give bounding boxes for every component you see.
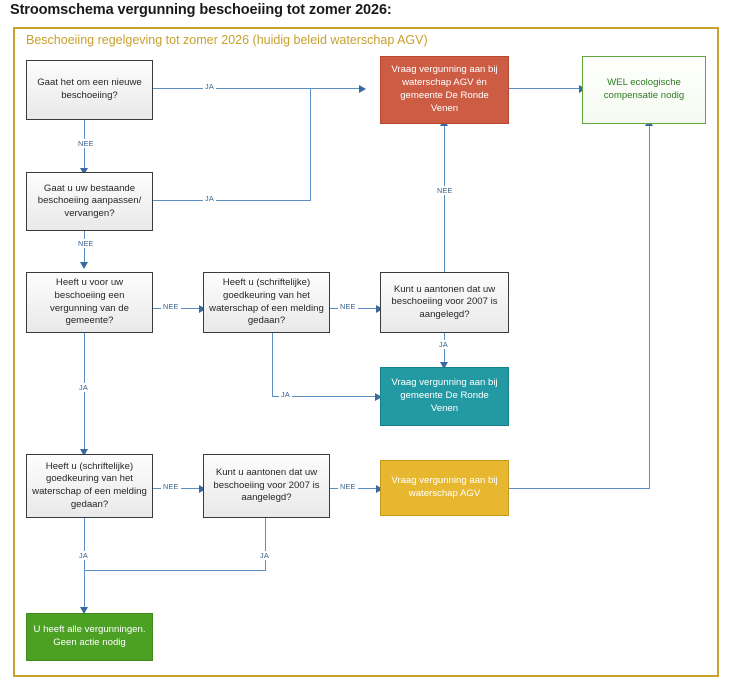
decision-node-nieuwe-beschoeiing[interactable]: Gaat het om een nieuwe beschoeiing? (26, 60, 153, 120)
edge-r1-r2-h (509, 88, 581, 90)
decision-node-voor-2007-onder-label: Kunt u aantonen dat uw beschoeiing voor … (213, 467, 320, 504)
edge-d5-ja-arrowhead (440, 362, 448, 369)
decision-node-nieuwe-beschoeiing-label: Gaat het om een nieuwe beschoeiing? (37, 77, 142, 101)
result-node-geen-actie-nodig[interactable]: U heeft alle vergunningen. Geen actie no… (26, 613, 153, 661)
edge-label-d3-nee: NEE (161, 302, 181, 311)
edge-d2-ja-h (153, 200, 311, 202)
edge-d5-ja-v (444, 333, 446, 365)
edge-label-d6-nee: NEE (161, 482, 181, 491)
edge-d7-nee-arrowhead (376, 484, 383, 493)
decision-node-goedkeuring-waterschap-boven[interactable]: Heeft u (schriftelijke) goedkeuring van … (203, 272, 330, 333)
diagram-frame (13, 27, 719, 677)
edge-label-d7-nee: NEE (338, 482, 358, 491)
edge-d3-ja-arrowhead (80, 449, 88, 456)
decision-node-bestaande-aanpassen-label: Gaat u uw bestaande beschoeiing aanpasse… (37, 182, 142, 219)
frame-caption: Beschoeiing regelgeving tot zomer 2026 (… (26, 33, 428, 47)
decision-node-voor-2007-onder[interactable]: Kunt u aantonen dat uw beschoeiing voor … (203, 454, 330, 518)
decision-node-voor-2007-boven[interactable]: Kunt u aantonen dat uw beschoeiing voor … (380, 272, 509, 333)
edge-label-d4-nee: NEE (338, 302, 358, 311)
result-node-waterschap-agv-label: Vraag vergunning aan bij waterschap AGV (391, 475, 498, 499)
edge-d2-nee-v (84, 231, 86, 267)
edge-d4-nee-arrowhead (376, 304, 383, 313)
edge-label-d1-nee: NEE (76, 139, 96, 148)
decision-node-vergunning-gemeente[interactable]: Heeft u voor uw beschoeiing een vergunni… (26, 272, 153, 333)
edge-d2-ja-v (310, 88, 312, 201)
edge-d4-ja-h (272, 396, 377, 398)
decision-node-voor-2007-boven-label: Kunt u aantonen dat uw beschoeiing voor … (391, 283, 498, 320)
decision-node-goedkeuring-waterschap-boven-label: Heeft u (schriftelijke) goedkeuring van … (209, 277, 324, 327)
edge-d5-nee-v (444, 124, 446, 279)
result-node-gemeente-de-ronde-venen[interactable]: Vraag vergunning aan bij gemeente De Ron… (380, 367, 509, 426)
edge-label-d2-ja: JA (203, 194, 216, 203)
edge-d6-ja-arrowhead (80, 607, 88, 614)
edge-d1-nee-arrowhead (80, 168, 88, 175)
edge-label-d7-ja: JA (258, 551, 271, 560)
edge-d6-ja-v (84, 518, 86, 613)
decision-node-vergunning-gemeente-label: Heeft u voor uw beschoeiing een vergunni… (50, 277, 129, 327)
result-node-waterschap-agv[interactable]: Vraag vergunning aan bij waterschap AGV (380, 460, 509, 516)
result-node-agv-en-gemeente-label: Vraag vergunning aan bij waterschap AGV … (391, 64, 498, 114)
edge-d1-ja-h (153, 88, 360, 90)
edge-label-d2-nee: NEE (76, 239, 96, 248)
result-node-ecologische-compensatie-label: WEL ecologische compensatie nodig (603, 77, 685, 101)
result-node-gemeente-de-ronde-venen-label: Vraag vergunning aan bij gemeente De Ron… (391, 377, 498, 414)
edge-r4-r2-v (649, 124, 651, 489)
edge-label-d4-ja: JA (279, 390, 292, 399)
edge-d3-ja-v (84, 333, 86, 453)
page-title: Stroomschema vergunning beschoeiing tot … (10, 2, 392, 18)
edge-d2-nee-arrowhead (80, 262, 88, 269)
edge-label-d6-ja: JA (77, 551, 90, 560)
edge-d4-ja-v (272, 333, 274, 397)
edge-label-d5-nee: NEE (435, 186, 455, 195)
edge-d6-nee-arrowhead (199, 484, 206, 493)
edge-d1-ja-arrowhead (359, 84, 366, 93)
result-node-ecologische-compensatie[interactable]: WEL ecologische compensatie nodig (582, 56, 706, 124)
result-node-agv-en-gemeente[interactable]: Vraag vergunning aan bij waterschap AGV … (380, 56, 509, 124)
decision-node-goedkeuring-waterschap-onder[interactable]: Heeft u (schriftelijke) goedkeuring van … (26, 454, 153, 518)
result-node-geen-actie-nodig-label: U heeft alle vergunningen. Geen actie no… (33, 624, 146, 648)
edge-label-d5-ja: JA (437, 340, 450, 349)
edge-label-d1-ja: JA (203, 82, 216, 91)
edge-d7-ja-v (265, 518, 267, 571)
edge-r4-r2-h (509, 488, 650, 490)
edge-d4-ja-arrowhead (375, 392, 382, 401)
decision-node-bestaande-aanpassen[interactable]: Gaat u uw bestaande beschoeiing aanpasse… (26, 172, 153, 231)
edge-label-d3-ja: JA (77, 383, 90, 392)
edge-d3-nee-arrowhead (199, 304, 206, 313)
edge-d7-ja-h (84, 570, 266, 572)
decision-node-goedkeuring-waterschap-onder-label: Heeft u (schriftelijke) goedkeuring van … (32, 460, 147, 510)
